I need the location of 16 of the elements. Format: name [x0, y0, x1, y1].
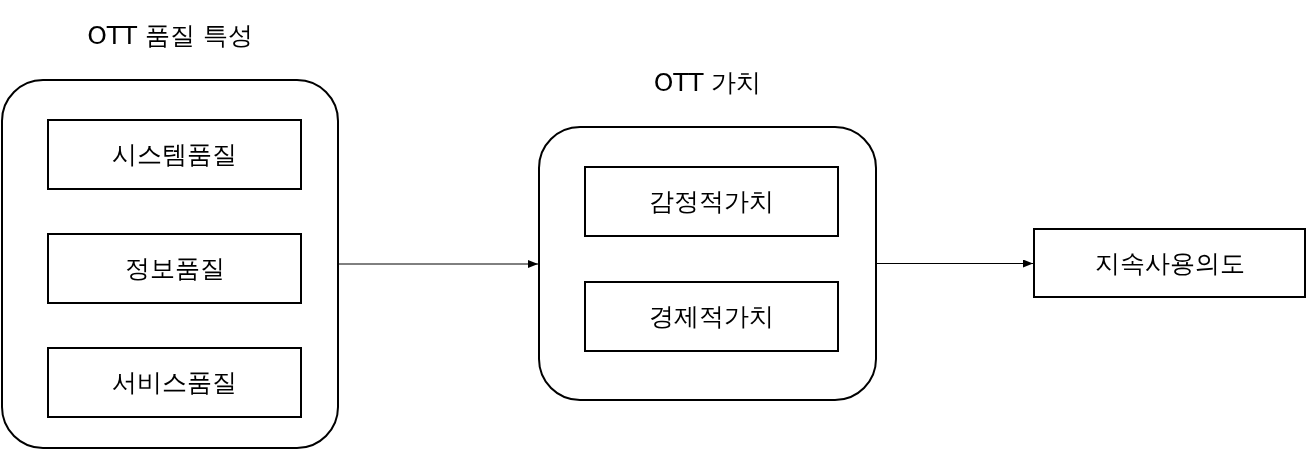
box-label: 정보품질	[124, 253, 225, 285]
process-box	[47, 347, 302, 418]
process-box	[47, 233, 302, 304]
process-box	[584, 281, 839, 352]
box-label: 서비스품질	[112, 367, 237, 399]
arrow	[876, 259, 1034, 268]
process-box	[584, 166, 839, 237]
process-box	[47, 119, 302, 190]
box-label: 지속사용의도	[1094, 247, 1245, 280]
group-heading: OTT 가치	[652, 67, 763, 99]
box-label: 경제적가치	[649, 301, 774, 333]
box-label: 감정적가치	[649, 186, 774, 218]
box-label: 시스템품질	[112, 139, 237, 171]
arrow	[338, 260, 539, 268]
process-box	[1033, 228, 1306, 298]
group-heading: OTT 품질 특성	[86, 20, 254, 52]
